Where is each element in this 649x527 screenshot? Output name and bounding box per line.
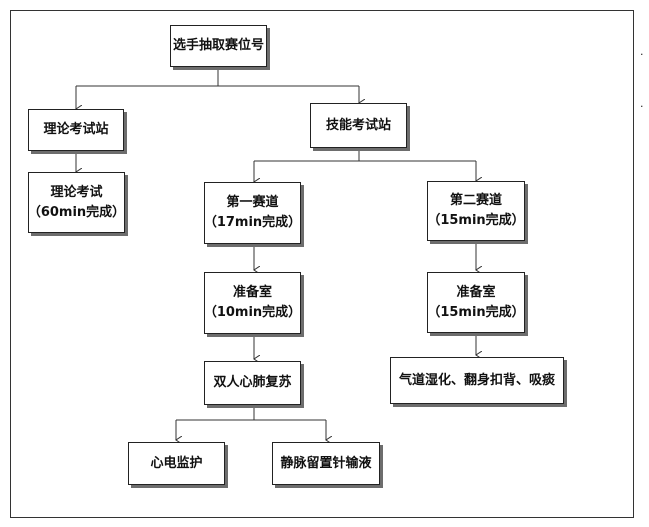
node-track-1-duration: （17min完成） <box>203 215 302 230</box>
node-cpr-label: 双人心肺复苏 <box>213 375 292 390</box>
node-airway: 气道湿化、翻身扣背、吸痰 <box>390 357 564 404</box>
node-draw-position-label: 选手抽取赛位号 <box>172 38 264 53</box>
node-track-1-label: 第一赛道 <box>226 195 279 210</box>
node-theory-exam-label: 理论考试 <box>50 184 103 200</box>
node-skill-station: 技能考试站 <box>310 103 407 148</box>
node-theory-exam-duration: （60min完成） <box>27 204 126 220</box>
node-skill-station-label: 技能考试站 <box>325 117 391 133</box>
node-prep-room-2-label: 准备室 <box>456 284 496 300</box>
node-prep-room-1-duration: （10min完成） <box>203 305 302 320</box>
node-iv-label: 静脉留置针输液 <box>280 455 372 471</box>
node-cpr: 双人心肺复苏 <box>204 361 301 405</box>
node-theory-exam: 理论考试 （60min完成） <box>28 172 125 233</box>
edge-mark-1: · <box>640 48 644 61</box>
node-iv: 静脉留置针输液 <box>272 442 380 485</box>
node-track-1: 第一赛道 （17min完成） <box>204 182 301 244</box>
diagram-frame <box>10 10 634 518</box>
node-track-2-label: 第二赛道 <box>449 193 502 208</box>
node-track-2: 第二赛道 （15min完成） <box>427 181 525 241</box>
node-airway-label: 气道湿化、翻身扣背、吸痰 <box>398 372 555 388</box>
node-theory-station: 理论考试站 <box>28 109 124 151</box>
node-track-2-duration: （15min完成） <box>427 213 525 228</box>
node-draw-position: 选手抽取赛位号 <box>170 25 267 67</box>
node-prep-room-1-label: 准备室 <box>232 285 272 300</box>
node-prep-room-2-duration: （15min完成） <box>427 304 525 320</box>
node-theory-station-label: 理论考试站 <box>43 122 109 137</box>
edge-mark-2: · <box>640 100 644 113</box>
node-ecg-label: 心电监护 <box>150 455 203 471</box>
node-ecg: 心电监护 <box>128 442 225 485</box>
node-prep-room-1: 准备室 （10min完成） <box>204 272 301 334</box>
node-prep-room-2: 准备室 （15min完成） <box>427 272 525 333</box>
